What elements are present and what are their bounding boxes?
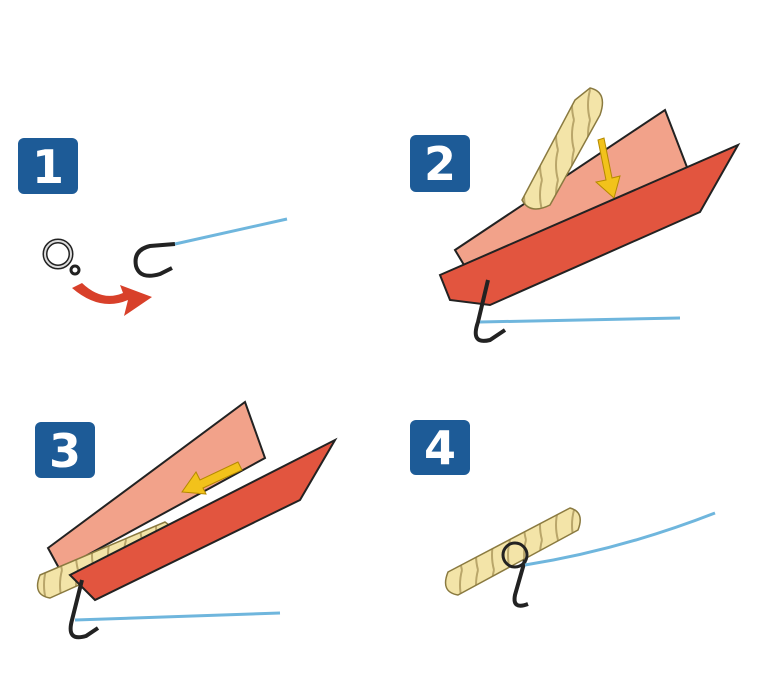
svg-text:2: 2 [424,137,456,191]
fishing-line [74,611,281,622]
step-1: 1 [18,138,288,316]
fishing-line [479,316,681,324]
step-badge-4: 4 [410,420,470,475]
bait-ring-icon [501,541,529,569]
fishing-line [174,217,288,246]
fishing-line [524,511,716,567]
hook-icon [473,279,507,343]
step-badge-1: 1 [18,138,78,194]
hook-icon [68,579,100,640]
red-arrow-icon [72,283,152,316]
svg-text:4: 4 [424,421,456,475]
step-4: 4 [410,420,716,608]
step-3: 3 [35,400,338,640]
yellow-arrow-icon [181,461,243,495]
maggot [444,507,581,596]
step-badge-3: 3 [35,422,95,478]
step-badge-2: 2 [410,135,470,192]
step-2: 2 [410,87,741,343]
folded-sheet-back [46,400,267,572]
folded-sheet-front [438,142,741,307]
folded-sheet-front [68,437,338,602]
svg-text:3: 3 [49,424,81,478]
maggot [521,87,604,210]
bait-ring-icon [42,238,81,276]
yellow-arrow-icon [594,137,621,199]
svg-text:1: 1 [32,140,64,194]
hook-icon [133,242,176,278]
hook-icon [512,559,529,608]
